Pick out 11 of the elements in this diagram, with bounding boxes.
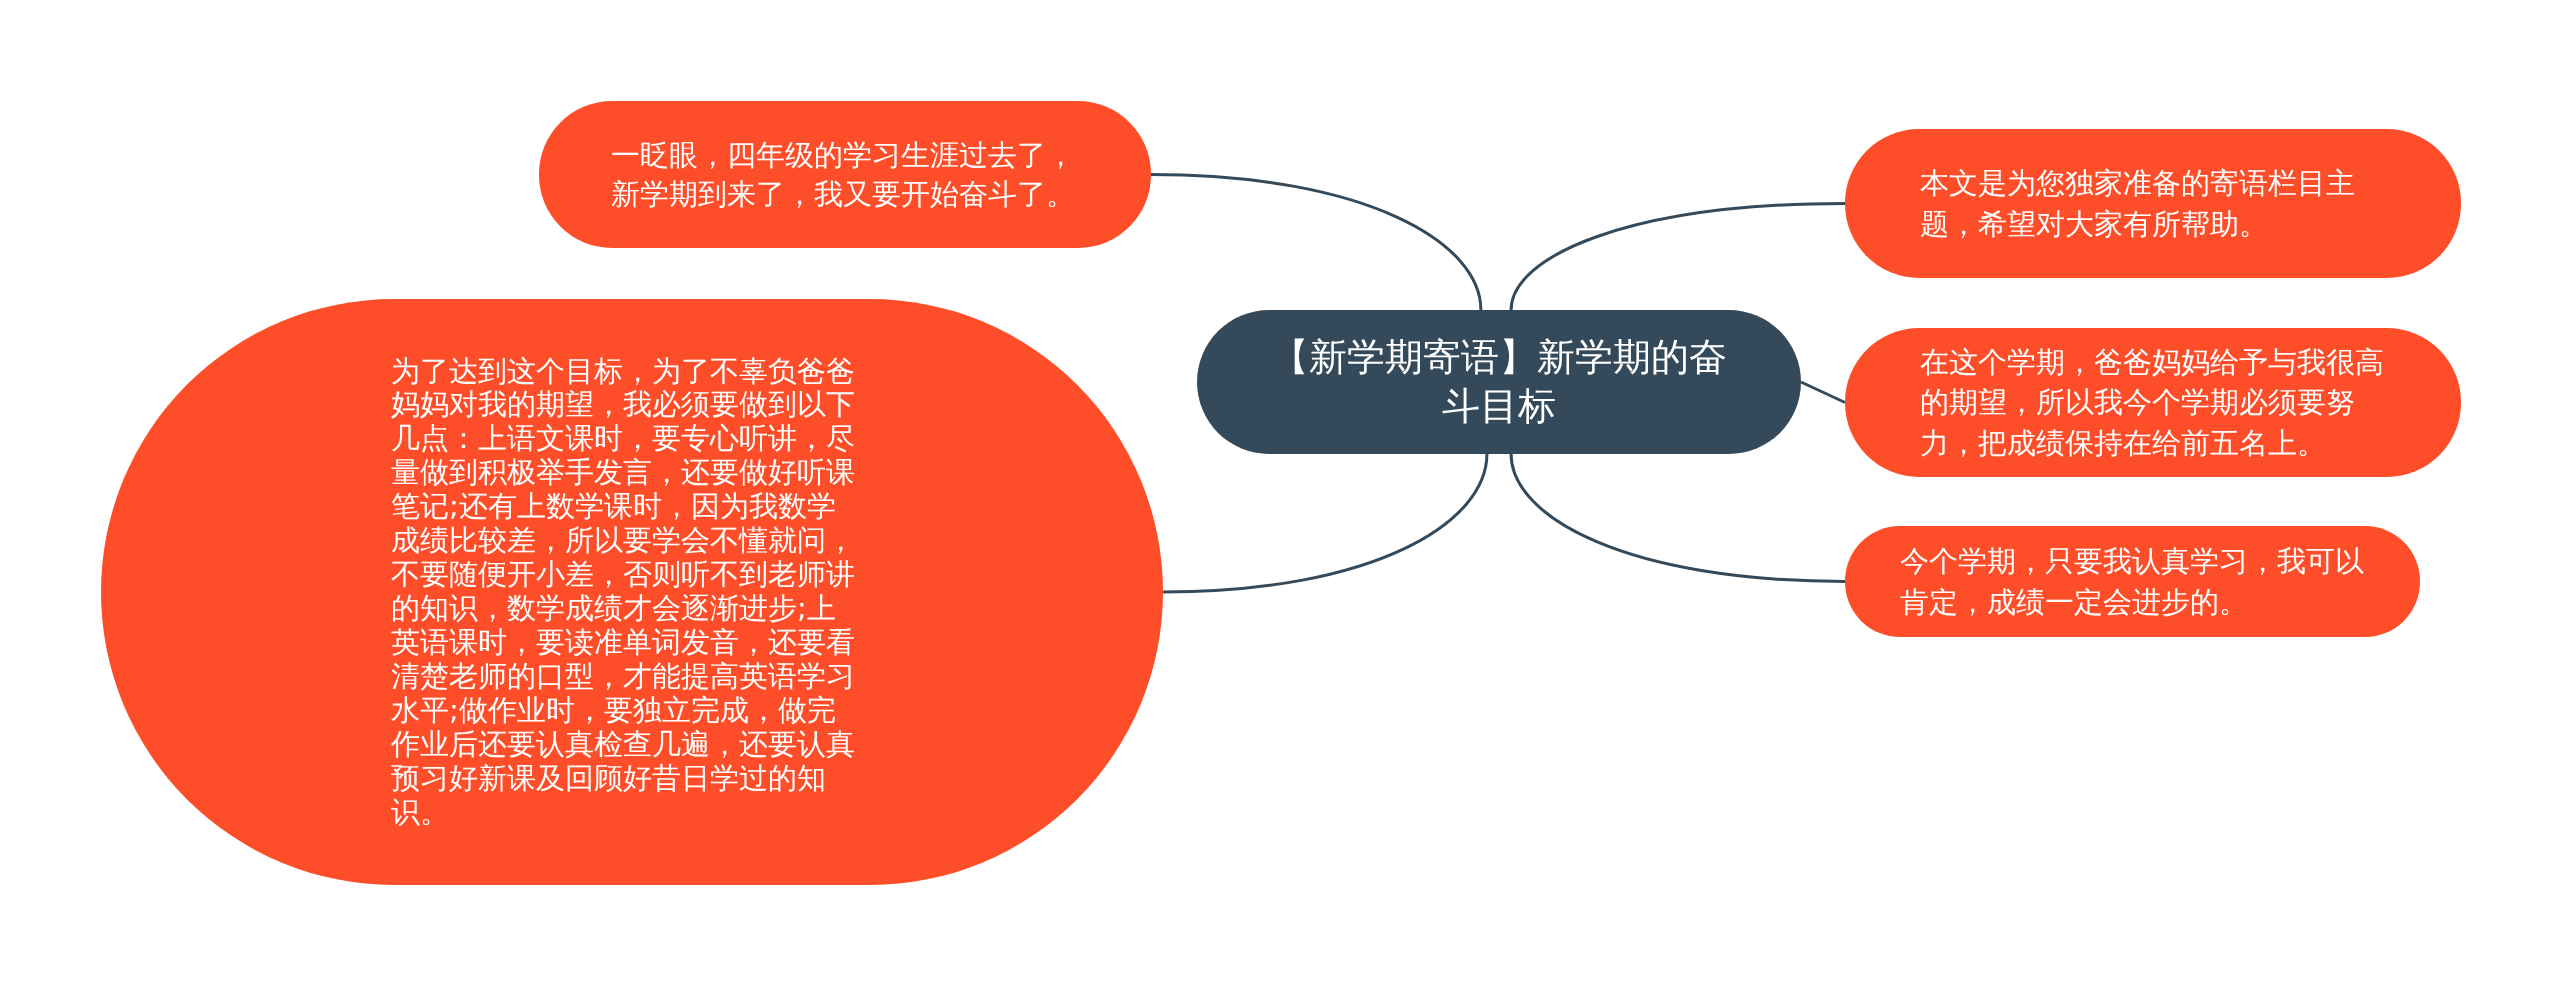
connector-line (1162, 453, 1489, 594)
topic-text: 本文是为您独家准备的寄语栏目主题，希望对大家有所帮助。 (1920, 164, 2356, 243)
connector-line (1800, 380, 1846, 404)
topic-text: 在这个学期，爸爸妈妈给予与我很高的期望，所以我今个学期必须要努力，把成绩保持在给前五名上。 (1920, 343, 2385, 462)
topic-title: 【新学期寄语】新学期的奋斗目标 (1270, 333, 1728, 430)
topic-text: 为了达到这个目标，为了不辜负爸爸妈妈对我的期望，我必须要做到以下几点：上语文课时，要专心听讲，尽量做到积极举手发言，还要做好听课笔记;还有上数学课时，因为我数学成绩比较差，所以要学会不懂就问，不要随便开小差，否则听不到老师讲的知识，数学成绩才会逐渐进步;上英语课时，要读准单词发音，还要看清楚老师的口型，才能提高英语学习水平;做作业时，要独立完成，做完作业后还要认真检查几遍，还要认真预习好新课及回顾好昔日学过的知识。 (391, 354, 856, 830)
topic-text: 一眨眼，四年级的学习生涯过去了，新学期到来了，我又要开始奋斗了。 (611, 136, 1076, 213)
connector-line (1509, 202, 1846, 311)
topic-text: 今个学期，只要我认真学习，我可以肯定，成绩一定会进步的。 (1900, 542, 2365, 621)
connector-line (1150, 173, 1483, 311)
connector-line (1509, 453, 1846, 583)
